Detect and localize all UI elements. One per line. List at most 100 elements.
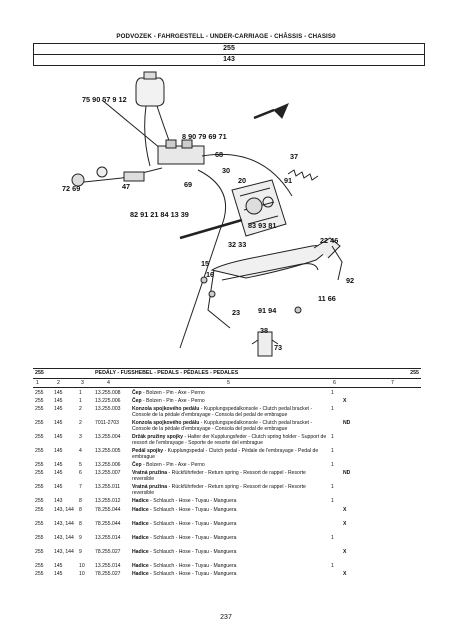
exploded-parts-diagram: 75 90 57 9 12 8 90 79 69 71 68 72 69 47 …: [62, 70, 362, 366]
row-note: ND: [343, 470, 351, 476]
column-header: 5: [227, 380, 230, 386]
row-note: X: [343, 571, 347, 577]
row-position: 4: [79, 448, 82, 454]
row-description: Čep - Bolzen - Pin - Axe - Perno: [132, 398, 328, 404]
row-description: Hadice - Schlauch - Hose - Tuyau - Mangu…: [132, 571, 328, 577]
row-position: 7: [79, 484, 82, 490]
row-description: Konzola spojkového pedálu - Kupplungsped…: [132, 420, 328, 432]
row-description-rest: - Kupplungspedalkonsole - Clutch pedal b…: [132, 406, 313, 419]
row-description: Hadice - Schlauch - Hose - Tuyau - Mangu…: [132, 535, 328, 541]
callout-label: 22 46: [320, 236, 339, 245]
row-note: X: [343, 549, 347, 555]
row-group-code: 255: [35, 498, 44, 504]
row-quantity: 1: [331, 462, 334, 468]
row-description: Hadice - Schlauch - Hose - Tuyau - Mangu…: [132, 549, 328, 555]
row-description: Čep - Bolzen - Pin - Axe - Perno: [132, 390, 328, 396]
callout-label: 91 94: [258, 306, 277, 315]
callout-label: 92: [346, 276, 355, 285]
row-group-code: 255: [35, 563, 44, 569]
row-position: 2: [79, 420, 82, 426]
row-description: Držák pružiny spojky - Halter der Kupplu…: [132, 434, 328, 446]
row-description-main: Čep: [132, 462, 142, 468]
row-position: 2: [79, 406, 82, 412]
callout-label: 32 33: [228, 240, 247, 249]
row-group-code: 255: [35, 507, 44, 513]
row-group-code: 255: [35, 484, 44, 490]
row-description: Vratná pružina - Rückführfeder - Return …: [132, 484, 328, 496]
row-position: 8: [79, 498, 82, 504]
row-group-code: 255: [35, 549, 44, 555]
row-position: 10: [79, 571, 85, 577]
section-title: PEDÁLY - FUSSHEBEL - PEDALS - PÉDALES - …: [95, 370, 239, 376]
row-part-number: 78.255.027: [95, 571, 121, 577]
row-position: 9: [79, 535, 82, 541]
row-description-rest: - Schlauch - Hose - Tuyau - Manguera: [148, 507, 237, 513]
subgroup-code-box: 143: [33, 54, 425, 66]
row-part-number: 13.255.014: [95, 535, 121, 541]
row-quantity: 1: [331, 563, 334, 569]
row-description: Vratná pružina - Rückführfeder - Return …: [132, 470, 328, 482]
row-description-main: Vratná pružina: [132, 484, 168, 490]
row-description-main: Pedál spojky: [132, 448, 164, 454]
row-description-main: Hadice: [132, 498, 149, 504]
row-description-main: Hadice: [132, 521, 149, 527]
row-part-number: 13.255.006: [95, 462, 121, 468]
row-figure-ref: 145: [54, 406, 63, 412]
row-figure-ref: 145: [54, 434, 63, 440]
row-group-code: 255: [35, 462, 44, 468]
row-description-main: Vratná pružina: [132, 470, 168, 476]
row-description-main: Čep: [132, 398, 142, 404]
row-part-number: 13.255.007: [95, 470, 121, 476]
row-description-main: Hadice: [132, 563, 149, 569]
callout-label: 20: [238, 176, 247, 185]
row-note: X: [343, 521, 347, 527]
row-description-rest: - Bolzen - Pin - Axe - Perno: [141, 462, 205, 468]
column-header: 4: [107, 380, 110, 386]
row-figure-ref: 143, 144: [54, 507, 74, 513]
column-header: 3: [81, 380, 84, 386]
row-position: 9: [79, 549, 82, 555]
row-figure-ref: 145: [54, 420, 63, 426]
row-figure-ref: 145: [54, 563, 63, 569]
row-description-rest: - Schlauch - Hose - Tuyau - Manguera: [148, 549, 237, 555]
row-description-main: Hadice: [132, 549, 149, 555]
row-group-code: 255: [35, 406, 44, 412]
diagram-drawing: [71, 71, 343, 357]
row-description-rest: - Bolzen - Pin - Axe - Perno: [141, 398, 205, 404]
row-figure-ref: 143, 144: [54, 549, 74, 555]
column-header: 1: [36, 380, 39, 386]
row-figure-ref: 145: [54, 462, 63, 468]
row-description: Hadice - Schlauch - Hose - Tuyau - Mangu…: [132, 498, 328, 504]
row-figure-ref: 145: [54, 448, 63, 454]
row-quantity: 1: [331, 406, 334, 412]
row-position: 8: [79, 507, 82, 513]
row-position: 5: [79, 462, 82, 468]
row-position: 8: [79, 521, 82, 527]
row-position: 3: [79, 434, 82, 440]
column-headers: 1 2 3 4 5 6 7: [33, 379, 421, 388]
row-description: Hadice - Schlauch - Hose - Tuyau - Mangu…: [132, 521, 328, 527]
row-description-main: Držák pružiny spojky: [132, 434, 183, 440]
row-description: Čep - Bolzen - Pin - Axe - Perno: [132, 462, 328, 468]
row-figure-ref: 143, 144: [54, 521, 74, 527]
callout-label: 30: [222, 166, 231, 175]
row-figure-ref: 145: [54, 484, 63, 490]
callout-label: 83 93 81: [248, 221, 277, 230]
section-header-bar: 255 PEDÁLY - FUSSHEBEL - PEDALS - PÉDALE…: [33, 368, 421, 379]
row-description-rest: - Rückführfeder - Return spring - Ressor…: [132, 470, 306, 483]
row-description-rest: - Schlauch - Hose - Tuyau - Manguera: [148, 535, 237, 541]
callout-label: 38: [260, 326, 269, 335]
row-description-rest: - Halter der Kupplungsfeder - Clutch spr…: [132, 434, 327, 447]
page-number: 237: [220, 614, 232, 621]
callout-label: 15: [201, 259, 210, 268]
row-quantity: 1: [331, 434, 334, 440]
row-figure-ref: 145: [54, 571, 63, 577]
row-quantity: 1: [331, 448, 334, 454]
row-description-main: Hadice: [132, 535, 149, 541]
callout-label: 91: [284, 176, 293, 185]
row-description-main: Čep: [132, 390, 142, 396]
callout-label: 72 69: [62, 184, 81, 193]
row-note: ND: [343, 420, 351, 426]
row-part-number: 78.255.044: [95, 521, 121, 527]
row-part-number: 13.255.005: [95, 448, 121, 454]
